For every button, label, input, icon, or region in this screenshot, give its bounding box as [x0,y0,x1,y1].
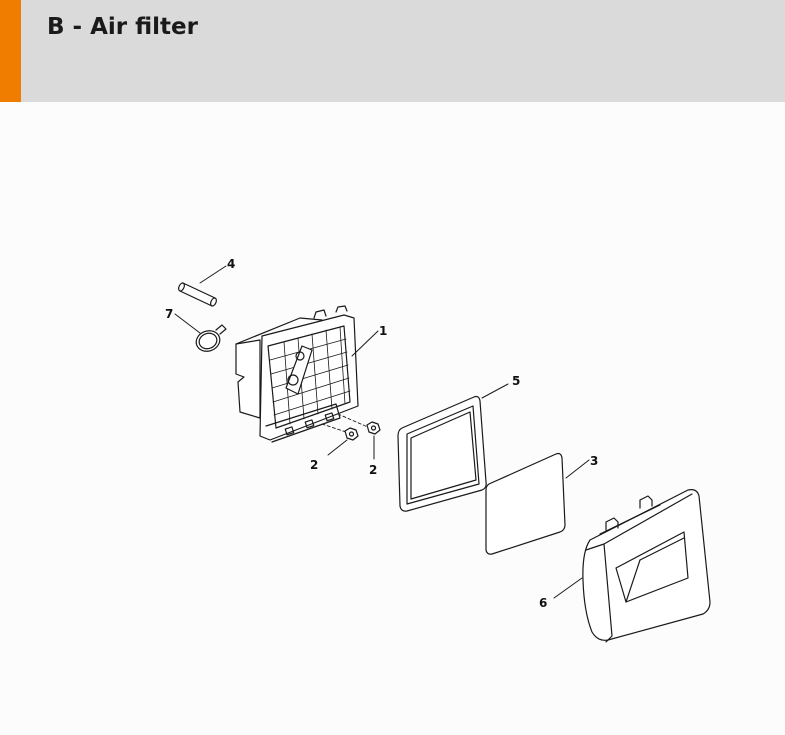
callout-2-right: 2 [369,463,377,477]
part-nut-right-drawing[interactable] [366,421,381,435]
part-pre-filter-drawing[interactable] [485,452,566,555]
part-pin-drawing[interactable] [177,282,217,307]
callout-1: 1 [379,324,387,338]
header-bar: B - Air filter [0,0,785,102]
callout-2-left: 2 [310,458,318,472]
callout-5: 5 [512,374,520,388]
callout-3: 3 [590,454,598,468]
part-nut-left-drawing[interactable] [344,427,359,441]
callout-leader-lines [174,265,590,599]
callout-7: 7 [165,307,173,321]
accent-bar [0,0,21,102]
part-filter-cover-drawing[interactable] [582,489,711,643]
part-housing-drawing[interactable] [235,305,359,443]
part-clamp-drawing[interactable] [193,324,227,355]
page-title: B - Air filter [47,14,198,40]
callout-4: 4 [227,257,235,271]
assembly-guide-lines [321,413,371,434]
part-filter-element-drawing[interactable] [397,395,487,512]
callout-6: 6 [539,596,547,610]
